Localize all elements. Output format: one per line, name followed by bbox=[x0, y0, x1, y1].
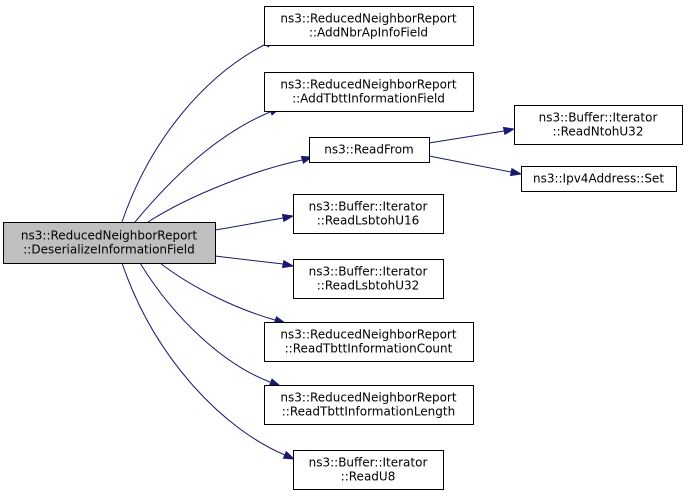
node-box bbox=[264, 385, 474, 425]
arrowhead-icon bbox=[502, 126, 516, 136]
node-box bbox=[293, 259, 444, 299]
edge-read-from-to-ipv4-set bbox=[428, 155, 523, 177]
node-box bbox=[3, 222, 216, 264]
edge-deserialize-to-read-tbtt-length bbox=[139, 262, 282, 387]
node-ipv4-set[interactable]: ns3::Ipv4Address::Set bbox=[521, 166, 677, 192]
arrowhead-icon bbox=[282, 450, 296, 460]
node-label-line: ::AddNbrApInfoField bbox=[309, 26, 428, 40]
node-label-line: ::ReadTbttInformationLength bbox=[282, 405, 455, 419]
node-label-line: ::AddTbttInformationField bbox=[292, 92, 445, 106]
edge-line bbox=[428, 155, 512, 173]
node-label-line: ns3::Buffer::Iterator bbox=[309, 456, 428, 470]
edge-line bbox=[139, 262, 271, 383]
node-add-nbr-ap[interactable]: ns3::ReducedNeighborReport::AddNbrApInfo… bbox=[264, 6, 474, 46]
node-label-line: ns3::ReducedNeighborReport bbox=[280, 328, 456, 342]
node-label-line: ::ReadLsbtohU16 bbox=[317, 214, 420, 228]
node-label-line: ::ReadU8 bbox=[341, 470, 396, 484]
node-label-line: ::ReadLsbtohU32 bbox=[317, 279, 420, 293]
node-label-line: ns3::Buffer::Iterator bbox=[309, 200, 428, 214]
node-read-from[interactable]: ns3::ReadFrom bbox=[309, 137, 430, 163]
arrowhead-icon bbox=[281, 259, 295, 269]
edge-line bbox=[121, 262, 286, 456]
node-read-tbtt-count[interactable]: ns3::ReducedNeighborReport::ReadTbttInfo… bbox=[264, 322, 474, 362]
arrowhead-icon bbox=[509, 167, 523, 177]
edge-deserialize-to-read-lsbtoh-u32 bbox=[214, 255, 295, 269]
node-read-ntoh-u32[interactable]: ns3::Buffer::Iterator::ReadNtohU32 bbox=[514, 105, 683, 145]
node-box bbox=[521, 166, 677, 192]
node-label-line: ns3::ReducedNeighborReport bbox=[280, 12, 456, 26]
edge-deserialize-to-add-tbtt bbox=[134, 107, 282, 223]
edge-deserialize-to-read-lsbtoh-u16 bbox=[214, 213, 295, 231]
node-box bbox=[309, 137, 430, 163]
edge-line bbox=[134, 111, 271, 223]
node-label-line: ::ReadNtohU32 bbox=[553, 125, 644, 139]
edge-line bbox=[147, 159, 303, 223]
node-read-lsbtoh-u16[interactable]: ns3::Buffer::Iterator::ReadLsbtohU16 bbox=[293, 194, 444, 234]
edge-line bbox=[214, 217, 284, 231]
node-read-tbtt-length[interactable]: ns3::ReducedNeighborReport::ReadTbttInfo… bbox=[264, 385, 474, 425]
node-deserialize[interactable]: ns3::ReducedNeighborReport::DeserializeI… bbox=[3, 222, 216, 264]
node-add-tbtt[interactable]: ns3::ReducedNeighborReport::AddTbttInfor… bbox=[264, 72, 474, 112]
edge-read-from-to-read-ntoh-u32 bbox=[428, 126, 516, 144]
node-box bbox=[514, 105, 683, 145]
node-read-lsbtoh-u32[interactable]: ns3::Buffer::Iterator::ReadLsbtohU32 bbox=[293, 259, 444, 299]
node-box bbox=[293, 450, 444, 490]
edge-deserialize-to-read-tbtt-count bbox=[159, 262, 287, 325]
node-label-line: ns3::ReducedNeighborReport bbox=[21, 229, 197, 243]
nodes-layer: ns3::ReducedNeighborReport::DeserializeI… bbox=[3, 6, 683, 490]
edge-deserialize-to-read-u8 bbox=[121, 262, 296, 460]
edge-line bbox=[159, 262, 276, 321]
node-label-line: ns3::Buffer::Iterator bbox=[309, 265, 428, 279]
edge-line bbox=[121, 43, 267, 223]
node-label-line: ns3::Buffer::Iterator bbox=[539, 111, 658, 125]
node-box bbox=[264, 322, 474, 362]
arrowhead-icon bbox=[268, 378, 282, 387]
node-label-line: ns3::ReadFrom bbox=[324, 143, 413, 157]
node-label-line: ns3::ReducedNeighborReport bbox=[280, 391, 456, 405]
node-read-u8[interactable]: ns3::Buffer::Iterator::ReadU8 bbox=[293, 450, 444, 490]
edge-line bbox=[214, 255, 284, 265]
node-box bbox=[264, 6, 474, 46]
node-box bbox=[264, 72, 474, 112]
node-label-line: ns3::Ipv4Address::Set bbox=[533, 172, 664, 186]
edge-line bbox=[428, 130, 505, 144]
edge-deserialize-to-read-from bbox=[147, 155, 314, 223]
node-label-line: ::ReadTbttInformationCount bbox=[285, 342, 453, 356]
node-label-line: ::DeserializeInformationField bbox=[23, 243, 194, 257]
node-box bbox=[293, 194, 444, 234]
arrowhead-icon bbox=[281, 213, 295, 223]
node-label-line: ns3::ReducedNeighborReport bbox=[280, 78, 456, 92]
